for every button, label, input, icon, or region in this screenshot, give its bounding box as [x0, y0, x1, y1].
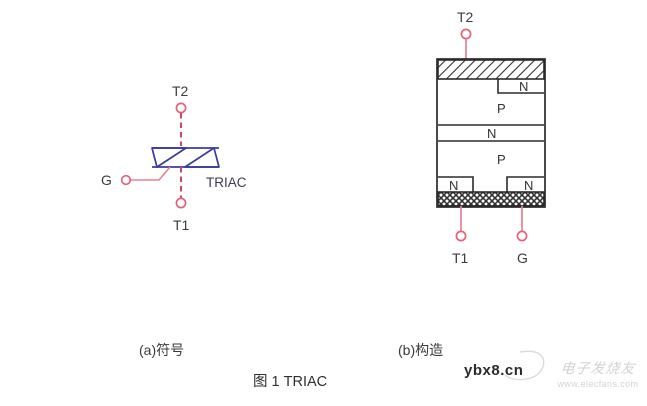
symbol-terminal-t2-node	[175, 102, 187, 114]
triac-structure-group	[436, 28, 546, 242]
structure-region-label-p-lower: P	[497, 152, 506, 167]
structure-body-outline	[436, 58, 546, 208]
watermark-elecfans: 电子发烧友 www.elecfans.com	[552, 358, 644, 389]
caption-structure: (b)构造	[398, 342, 444, 358]
structure-n-region-bottom-right	[506, 176, 544, 193]
structure-n-region-top-right	[497, 79, 544, 94]
structure-region-label-n-top-right: N	[519, 79, 529, 94]
structure-terminal-t1-node	[455, 230, 467, 242]
structure-terminal-t1-label: T1	[452, 250, 469, 266]
symbol-triangle-left	[151, 147, 187, 168]
structure-region-label-n-bottom-left: N	[449, 178, 459, 193]
structure-bottom-electrode	[437, 191, 545, 207]
figure-title: 图 1 TRIAC	[253, 374, 328, 390]
watermark-elecfans-cn: 电子发烧友	[559, 360, 637, 376]
watermark-swoosh	[504, 350, 545, 381]
structure-top-electrode	[437, 59, 545, 80]
symbol-terminal-t1-label: T1	[173, 217, 190, 233]
symbol-lead-gate	[131, 166, 171, 181]
symbol-terminal-t2-label: T2	[172, 83, 189, 99]
structure-terminal-t2-node	[460, 28, 472, 40]
structure-terminal-t2-label: T2	[457, 9, 474, 25]
caption-symbol: (a)符号	[139, 342, 185, 358]
structure-region-label-p-upper: P	[497, 101, 506, 116]
watermark-ybx: ybx8.cn	[464, 362, 524, 379]
structure-terminal-g-label: G	[517, 250, 528, 266]
triac-symbol-group	[120, 102, 220, 209]
symbol-terminal-t1-node	[175, 197, 187, 209]
symbol-terminal-g-node	[120, 174, 132, 186]
symbol-terminal-g-label: G	[101, 172, 112, 188]
watermark-elecfans-url: www.elecfans.com	[557, 379, 639, 389]
triac-device-label: TRIAC	[206, 175, 247, 190]
structure-n-region-bottom-left	[438, 176, 474, 193]
structure-region-label-n-bottom-right: N	[524, 178, 534, 193]
structure-terminal-g-node	[516, 230, 528, 242]
symbol-triangle-right	[184, 147, 220, 168]
structure-region-label-n-middle: N	[487, 126, 497, 141]
